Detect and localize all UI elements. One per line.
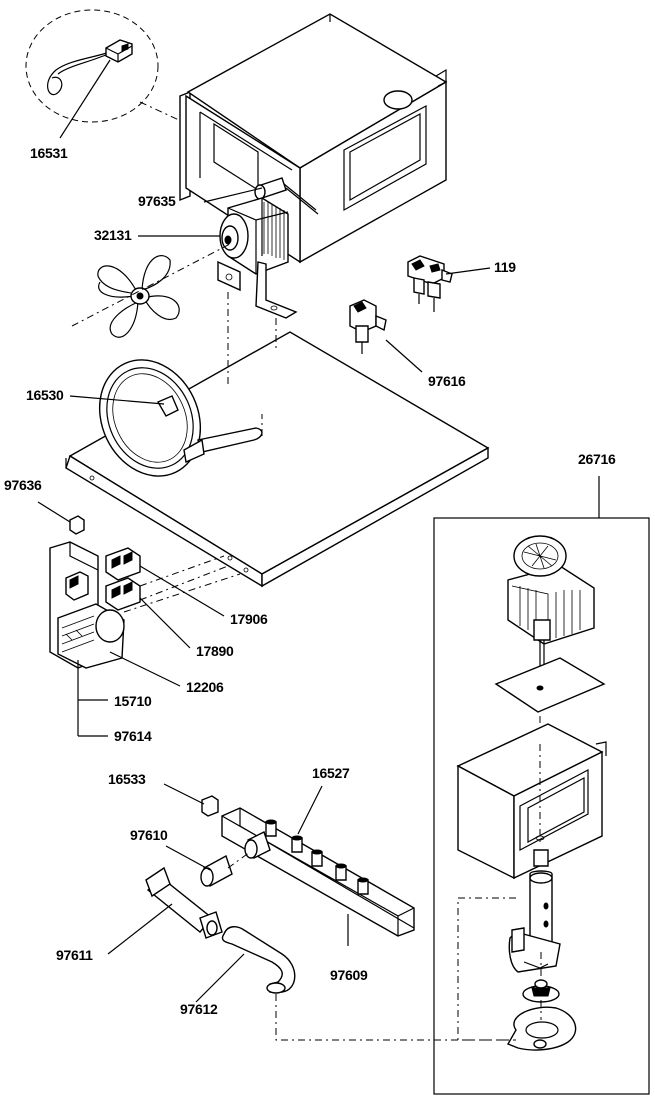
part-label-97609: 97609 <box>330 967 368 983</box>
part-label-16531: 16531 <box>30 145 68 161</box>
spray-manifold-part <box>221 807 415 937</box>
blower-motor-part <box>217 197 298 319</box>
water-valve-119 <box>407 255 453 312</box>
base-plate <box>65 331 490 588</box>
fan-guard-part <box>98 359 263 477</box>
thermocouple-part <box>25 9 159 123</box>
pump-mount-plate <box>494 657 606 713</box>
inlet-97611 <box>145 866 223 939</box>
part-label-32131: 32131 <box>94 227 132 243</box>
coupling-97610 <box>200 831 271 888</box>
switch-17890 <box>105 577 141 611</box>
part-label-16527: 16527 <box>312 765 350 781</box>
pump-impeller <box>522 979 560 1003</box>
part-label-119: 119 <box>494 259 516 275</box>
elbow-hose-97612 <box>221 926 296 994</box>
pump-assembly-box <box>433 517 650 1095</box>
switch-17906 <box>105 547 141 581</box>
cap-16533 <box>201 795 219 817</box>
part-label-97611: 97611 <box>56 947 93 963</box>
control-panel-part <box>49 541 125 669</box>
part-label-97610: 97610 <box>130 827 168 843</box>
part-label-97616: 97616 <box>428 373 466 389</box>
part-label-97636: 97636 <box>4 477 42 493</box>
pump-housing-part <box>456 723 607 880</box>
part-label-97635: 97635 <box>138 193 176 209</box>
part-label-17906: 17906 <box>230 611 268 627</box>
blower-housing <box>179 13 448 264</box>
part-label-97612: 97612 <box>180 1001 218 1017</box>
water-valve-97616 <box>349 299 387 354</box>
part-label-26716: 26716 <box>578 451 616 467</box>
part-label-16530: 16530 <box>26 387 64 403</box>
leader-lines <box>37 59 491 1003</box>
pump-impeller-shaft <box>508 849 561 973</box>
part-label-17890: 17890 <box>196 643 234 659</box>
pump-motor-part <box>507 535 595 696</box>
small-block-97636 <box>69 515 85 535</box>
part-label-15710: 15710 <box>114 693 152 709</box>
part-label-12206: 12206 <box>186 679 224 695</box>
fan-blade-part <box>97 255 180 338</box>
nozzles-16527 <box>265 819 369 895</box>
part-label-97614: 97614 <box>114 728 152 744</box>
part-label-16533: 16533 <box>108 771 146 787</box>
pump-volute-base <box>506 1006 577 1051</box>
